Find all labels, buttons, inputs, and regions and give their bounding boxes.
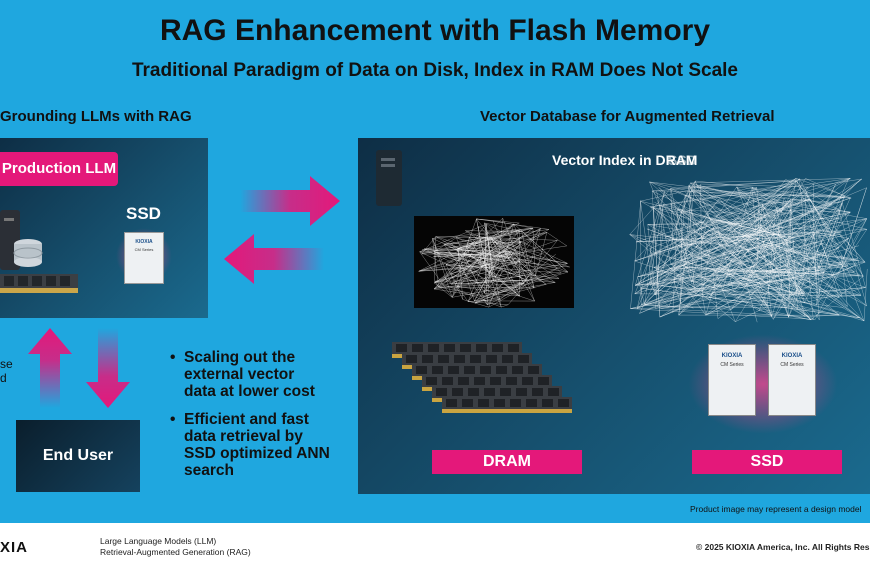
vector-db-panel: Vector Index in DRAM SSD KIOXIA CM Serie… [358,138,870,494]
llm-panel: Production LLM SSD KIOXIA CM Series [0,138,208,318]
dram-index-visual [414,216,574,308]
footer-note-1: Large Language Models (LLM) [100,536,217,546]
bullet-1: • Scaling out the external vector data a… [170,349,330,400]
dram-label: DRAM [432,450,582,474]
ssd-card-series: CM Series [720,362,744,368]
bullet-text: Efficient and fast data retrieval by SSD… [184,411,330,479]
end-user-box: End User [16,420,140,492]
dram-module-icon [0,274,78,293]
network-graph-icon [418,218,570,308]
disclaimer: Product image may represent a design mod… [690,504,862,514]
server-icon [376,150,402,206]
page-subtitle: Traditional Paradigm of Data on Disk, In… [131,60,738,81]
arrow-up-icon [28,328,72,408]
side-text-1: se [0,357,13,371]
footer: XIA Large Language Models (LLM) Retrieva… [0,523,870,570]
server-icon [0,210,43,270]
side-text-2: d [0,371,7,385]
ssd-card-brand: KIOXIA [135,239,153,245]
arrow-right-icon [240,176,340,226]
arrow-left-icon [224,234,324,284]
production-llm-label: Production LLM [0,152,118,186]
left-heading: Grounding LLMs with RAG [0,108,192,125]
bullet-2: • Efficient and fast data retrieval by S… [170,411,335,479]
ssd-card-image: KIOXIA CM Series [768,344,816,416]
ssd-card-image: KIOXIA CM Series [124,232,164,284]
arrow-down-icon [86,328,130,408]
ssd-card-series: CM Series [134,247,154,252]
ssd-label: SSD [692,450,842,474]
ssd-index-network-icon [629,178,868,323]
ssd-card-brand: KIOXIA [721,353,743,359]
ssd-card-image: KIOXIA CM Series [708,344,756,416]
copyright: © 2025 KIOXIA America, Inc. All Rights R… [696,542,870,552]
vector-index-text: Vector Index in DRAM [552,152,698,168]
bullet-dot-icon: • [170,349,176,366]
bullet-text: Scaling out the external vector data at … [184,349,315,400]
dram-stack-icon [392,342,572,413]
footer-note-2: Retrieval-Augmented Generation (RAG) [100,547,251,557]
right-heading: Vector Database for Augmented Retrieval [480,108,775,125]
vector-index-label: Vector Index in DRAM [552,152,697,168]
ssd-card-brand: KIOXIA [781,353,803,359]
ssd-heading: SSD [126,204,161,223]
brand-logo: XIA [0,539,29,556]
vector-index-overlay: SSD [668,152,697,168]
page-title: RAG Enhancement with Flash Memory [159,14,711,47]
bullet-dot-icon: • [170,411,176,428]
end-user-label: End User [42,447,114,464]
ssd-card-series: CM Series [780,362,804,368]
